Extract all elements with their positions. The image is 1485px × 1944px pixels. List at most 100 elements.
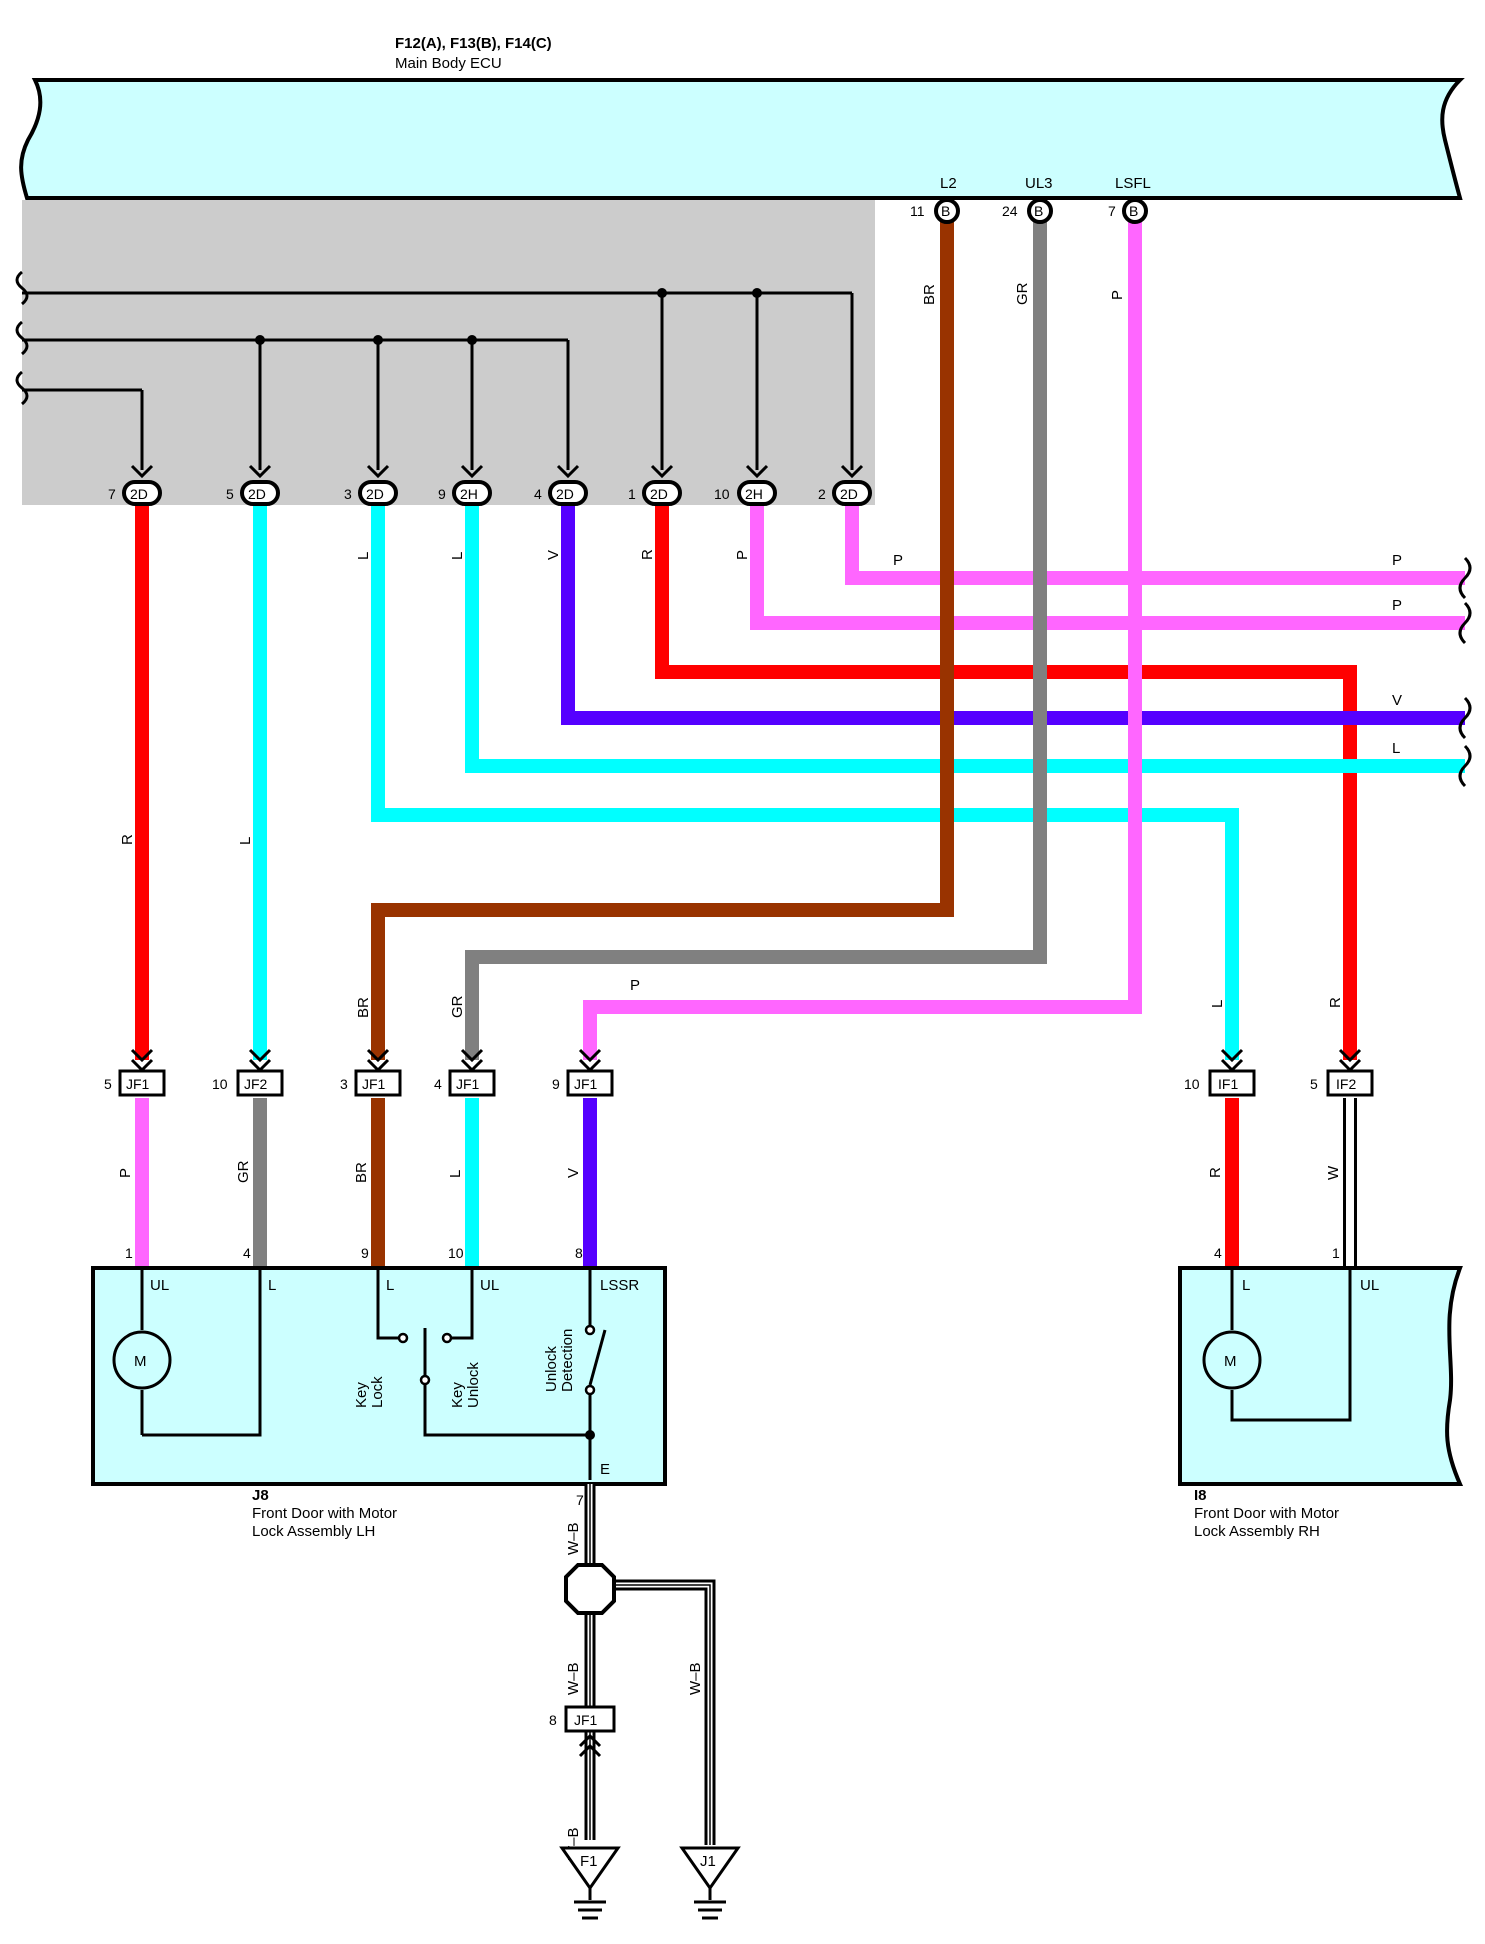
svg-text:24: 24 bbox=[1002, 203, 1018, 219]
ground-splice-point bbox=[564, 1563, 616, 1615]
harness-connectors: JF1 JF2 JF1 JF1 JF1 IF1 IF2 5 10 3 4 9 1… bbox=[104, 1069, 1374, 1097]
svg-text:10: 10 bbox=[714, 486, 730, 502]
svg-text:L: L bbox=[355, 552, 372, 560]
svg-text:L2: L2 bbox=[940, 175, 957, 192]
svg-text:JF1: JF1 bbox=[362, 1076, 386, 1092]
right-break-marks bbox=[1458, 556, 1472, 788]
svg-text:10: 10 bbox=[448, 1245, 464, 1261]
svg-text:5: 5 bbox=[104, 1076, 112, 1092]
svg-text:5: 5 bbox=[1310, 1076, 1318, 1092]
svg-text:3: 3 bbox=[344, 486, 352, 502]
junction-dots bbox=[255, 288, 762, 345]
svg-text:L: L bbox=[386, 1277, 394, 1294]
svg-text:7: 7 bbox=[108, 486, 116, 502]
svg-text:P: P bbox=[893, 552, 903, 569]
lock-rh-pins: 4 1 bbox=[1214, 1245, 1340, 1261]
svg-text:11: 11 bbox=[910, 203, 925, 219]
lock-assembly-rh-box bbox=[1178, 1266, 1464, 1486]
svg-text:P: P bbox=[630, 977, 640, 994]
svg-text:Detection: Detection bbox=[559, 1329, 576, 1392]
svg-text:B: B bbox=[941, 203, 950, 219]
svg-text:B: B bbox=[1034, 203, 1043, 219]
svg-text:2D: 2D bbox=[556, 486, 574, 502]
lock-rh-name-2: Lock Assembly RH bbox=[1194, 1523, 1320, 1540]
svg-text:2D: 2D bbox=[248, 486, 266, 502]
svg-text:BR: BR bbox=[353, 1162, 370, 1183]
lock-lh-pins: 1 4 9 10 8 7 bbox=[125, 1245, 584, 1508]
ground-j1-icon bbox=[679, 1846, 741, 1920]
svg-text:UL: UL bbox=[480, 1277, 499, 1294]
svg-text:7: 7 bbox=[576, 1492, 584, 1508]
lock-rh-id: I8 bbox=[1194, 1487, 1207, 1504]
motor-rh-label: M bbox=[1224, 1353, 1237, 1370]
svg-text:LSFL: LSFL bbox=[1115, 175, 1151, 192]
svg-text:LSSR: LSSR bbox=[600, 1277, 639, 1294]
svg-text:2D: 2D bbox=[840, 486, 858, 502]
svg-text:V: V bbox=[1392, 692, 1402, 709]
svg-text:P: P bbox=[117, 1168, 134, 1178]
svg-text:JF1: JF1 bbox=[574, 1076, 598, 1092]
svg-text:10: 10 bbox=[1184, 1076, 1200, 1092]
lock-rh-internal bbox=[1230, 1270, 1352, 1422]
ground-j1-label: J1 bbox=[700, 1853, 716, 1870]
svg-text:1: 1 bbox=[125, 1245, 133, 1261]
svg-text:GR: GR bbox=[449, 995, 466, 1018]
wire-color-labels: BR GR P L L V R P R L BR GR L R P GR BR … bbox=[117, 282, 1344, 1860]
svg-text:4: 4 bbox=[434, 1076, 442, 1092]
svg-text:4: 4 bbox=[1214, 1245, 1222, 1261]
svg-text:7: 7 bbox=[1108, 203, 1116, 219]
lock-lh-name-1: Front Door with Motor bbox=[252, 1505, 397, 1522]
svg-text:JF1: JF1 bbox=[126, 1076, 150, 1092]
svg-text:W–B: W–B bbox=[565, 1522, 582, 1555]
svg-text:2H: 2H bbox=[460, 486, 478, 502]
motor-lh-label: M bbox=[134, 1353, 147, 1370]
svg-text:JF2: JF2 bbox=[244, 1076, 268, 1092]
svg-text:3: 3 bbox=[340, 1076, 348, 1092]
svg-text:W–B: W–B bbox=[565, 1662, 582, 1695]
svg-text:Key: Key bbox=[449, 1382, 466, 1408]
svg-text:B: B bbox=[1129, 203, 1138, 219]
ground-connector-name: JF1 bbox=[574, 1712, 598, 1728]
svg-text:P: P bbox=[1392, 552, 1402, 569]
svg-text:4: 4 bbox=[534, 486, 542, 502]
svg-text:8: 8 bbox=[575, 1245, 583, 1261]
junction-internal-wiring bbox=[22, 291, 854, 470]
wire-l-rh bbox=[371, 505, 1239, 1060]
svg-text:Unlock: Unlock bbox=[543, 1346, 560, 1392]
svg-text:BR: BR bbox=[355, 997, 372, 1018]
svg-text:R: R bbox=[119, 834, 136, 845]
wire-v-right bbox=[561, 505, 1465, 725]
wire-br bbox=[371, 222, 954, 1060]
wire-p-ecu bbox=[583, 222, 1142, 1060]
svg-text:2D: 2D bbox=[130, 486, 148, 502]
ground-f1-label: F1 bbox=[580, 1853, 598, 1870]
lock-lh-internal bbox=[140, 1270, 607, 1480]
svg-text:R: R bbox=[1327, 997, 1344, 1008]
lock-lh-junction-dot bbox=[585, 1430, 595, 1440]
svg-text:JF1: JF1 bbox=[456, 1076, 480, 1092]
svg-text:UL: UL bbox=[1360, 1277, 1379, 1294]
lock-lh-id: J8 bbox=[252, 1487, 269, 1504]
motor-lh-icon bbox=[112, 1330, 172, 1390]
lock-lh-switch-contacts bbox=[397, 1324, 596, 1396]
lock-lh-terminals: UL L L UL LSSR E bbox=[150, 1277, 639, 1478]
wire-p-top bbox=[845, 505, 1465, 585]
svg-text:GR: GR bbox=[235, 1160, 252, 1183]
svg-text:GR: GR bbox=[1014, 282, 1031, 305]
svg-text:Key: Key bbox=[353, 1382, 370, 1408]
svg-text:1: 1 bbox=[628, 486, 636, 502]
svg-text:Lock: Lock bbox=[369, 1376, 386, 1408]
main-body-ecu-box bbox=[19, 78, 1465, 200]
motor-rh-icon bbox=[1202, 1330, 1262, 1390]
junction-terminals: 2D 2D 2D 2H 2D 2D 2H 2D 7 5 3 9 4 1 10 2 bbox=[108, 480, 872, 506]
svg-text:V: V bbox=[545, 550, 562, 560]
wire-l-right bbox=[465, 505, 1465, 773]
ecu-terminals: L2 UL3 LSFL 11 24 7 B B B bbox=[910, 175, 1151, 224]
svg-text:IF1: IF1 bbox=[1218, 1076, 1238, 1092]
ground-connector-arrows bbox=[578, 1733, 602, 1758]
svg-text:9: 9 bbox=[552, 1076, 560, 1092]
svg-text:9: 9 bbox=[361, 1245, 369, 1261]
svg-text:2H: 2H bbox=[745, 486, 763, 502]
svg-text:W: W bbox=[1325, 1165, 1342, 1180]
